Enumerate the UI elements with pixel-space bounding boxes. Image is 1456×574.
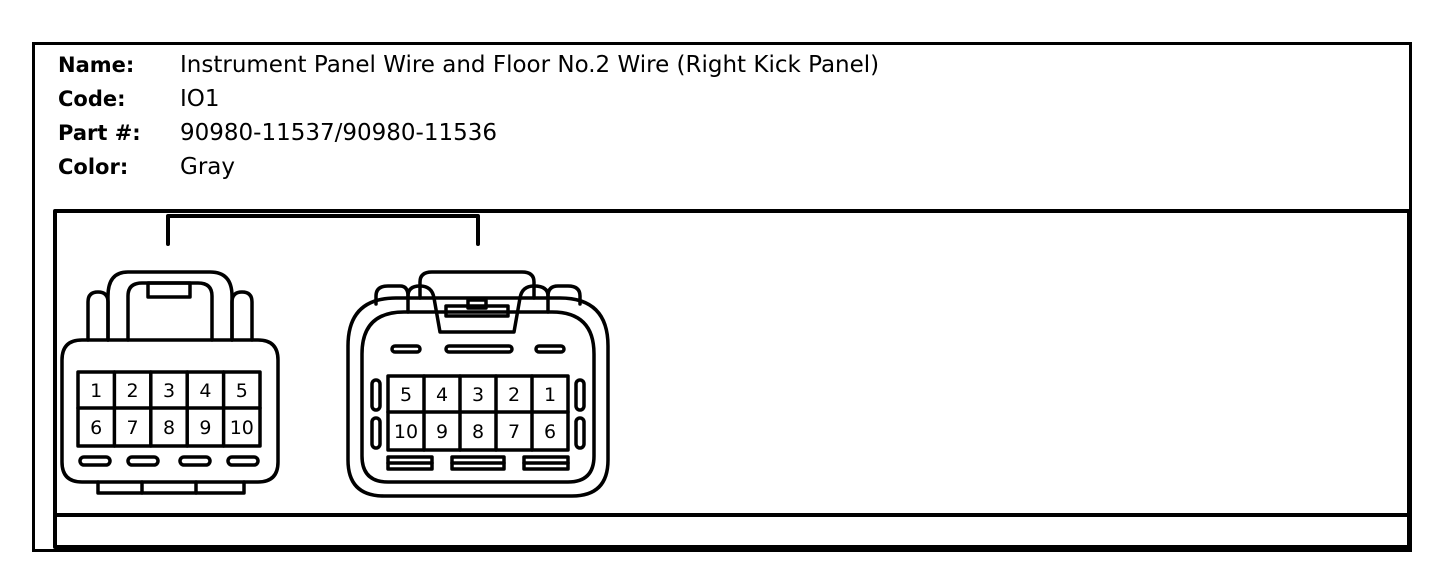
pin-label: 2 (127, 380, 139, 402)
right-connector-slot (390, 344, 422, 354)
code-value: IO1 (180, 86, 220, 112)
pin-label: 10 (230, 417, 254, 439)
color-label: Color: (58, 155, 129, 179)
right-connector-body (346, 296, 610, 498)
part-label: Part #: (58, 121, 141, 145)
left-connector-lock-outer (106, 270, 234, 342)
left-connector-post-right (230, 290, 254, 342)
pin-label: 9 (436, 421, 448, 443)
left-connector-latch (146, 281, 192, 299)
pin-label: 1 (90, 380, 102, 402)
right-connector-latch-tab (466, 298, 488, 310)
pin-label: 10 (394, 421, 418, 443)
part-value: 90980-11537/90980-11536 (180, 120, 498, 146)
right-connector-lock (418, 270, 536, 300)
left-connector-pins: 1 2 3 4 5 6 7 8 9 10 (90, 380, 254, 439)
right-connector-key (370, 378, 382, 412)
right-connector-key (574, 416, 586, 450)
left-connector-slot (178, 455, 212, 467)
left-connector-slot (126, 455, 160, 467)
color-value: Gray (180, 154, 235, 180)
left-connector-bottom-tab (96, 480, 246, 495)
pair-bracket (166, 214, 480, 246)
left-connector-slot (78, 455, 112, 467)
pin-label: 3 (472, 384, 484, 406)
right-connector-pins: 5 4 3 2 1 10 9 8 7 6 (394, 384, 556, 443)
left-connector-lock-inner (126, 281, 214, 342)
pin-label: 9 (199, 417, 211, 439)
code-label: Code: (58, 87, 126, 111)
right-connector-latch (444, 304, 510, 318)
pin-label: 5 (236, 380, 248, 402)
diagram-box (53, 209, 1411, 549)
pin-label: 7 (127, 417, 139, 439)
name-value: Instrument Panel Wire and Floor No.2 Wir… (180, 52, 880, 78)
left-connector-slot (226, 455, 260, 467)
pin-label: 8 (472, 421, 484, 443)
right-connector-inner-body (360, 310, 596, 484)
left-connector-body (60, 338, 280, 484)
pin-label: 3 (163, 380, 175, 402)
right-connector (346, 270, 610, 498)
right-connector-slot (534, 344, 566, 354)
pin-label: 7 (508, 421, 520, 443)
pin-label: 5 (400, 384, 412, 406)
pin-label: 4 (199, 380, 211, 402)
name-label: Name: (58, 53, 135, 77)
pin-label: 4 (436, 384, 448, 406)
left-connector (60, 270, 280, 495)
left-connector-post-left (86, 290, 110, 342)
right-connector-lock-arm (406, 284, 550, 334)
pin-label: 6 (90, 417, 102, 439)
right-connector-slot (444, 344, 514, 354)
pin-label: 1 (544, 384, 556, 406)
pin-label: 6 (544, 421, 556, 443)
pin-label: 8 (163, 417, 175, 439)
right-connector-key (370, 416, 382, 450)
pin-label: 2 (508, 384, 520, 406)
right-connector-key (574, 378, 586, 412)
